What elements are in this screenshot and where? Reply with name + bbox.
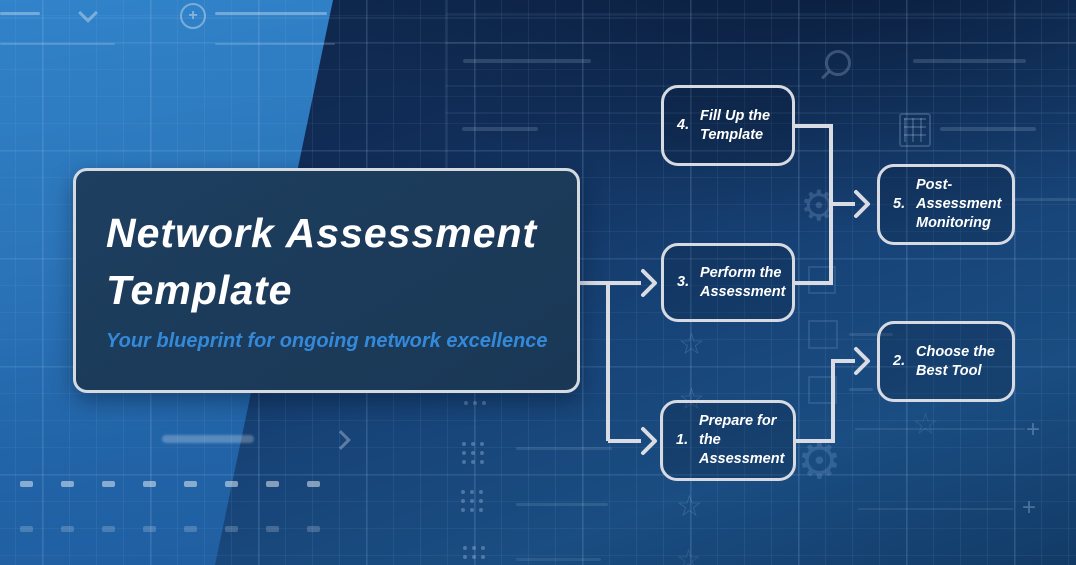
star-icon: ☆: [912, 408, 939, 441]
wireframe-line: [0, 43, 115, 45]
wireframe-line: [516, 447, 612, 450]
step-number: 4.: [677, 117, 690, 133]
step-number: 1.: [676, 432, 689, 448]
title-card: Network Assessment Template Your bluepri…: [73, 168, 580, 393]
wireframe-line: [0, 12, 40, 15]
step-number: 5.: [893, 196, 906, 212]
wireframe-line: [215, 12, 327, 15]
page-title-line2: Template: [106, 267, 293, 313]
star-icon: ☆: [676, 544, 702, 565]
arrowhead-to-step1: [641, 427, 657, 455]
wireframe-text-bar: [940, 127, 1036, 131]
step-box-perform: 3. Perform the Assessment: [661, 243, 795, 322]
wireframe-text-bar: [463, 59, 591, 63]
connector-title-branch: [580, 281, 641, 443]
wireframe-line: [849, 388, 873, 391]
dots-icon: [463, 546, 485, 559]
dots-grid-icon: [462, 442, 484, 464]
connector-step1-step2: [795, 359, 855, 443]
step-box-post-monitoring: 5. Post- Assessment Monitoring: [877, 164, 1015, 245]
arrowhead-to-step3: [641, 269, 657, 297]
step-number: 2.: [893, 353, 906, 369]
star-icon: ☆: [678, 383, 705, 416]
crosshair-icon: +: [1022, 494, 1037, 521]
dash-row: [20, 526, 320, 532]
dots-tree-icon: [461, 490, 483, 512]
step-label: Fill Up the Template: [700, 107, 771, 143]
crosshair-icon: +: [1026, 416, 1041, 443]
step-label: Choose the Best Tool: [916, 343, 995, 379]
soft-highlight-bar: [162, 435, 254, 443]
wireframe-line: [1013, 198, 1076, 201]
square-shape: [808, 266, 836, 294]
search-icon: [825, 50, 851, 76]
wireframe-text-bar: [913, 59, 1026, 63]
step-label: Prepare for the Assessment: [699, 413, 785, 467]
plus-circle-icon: +: [180, 3, 206, 29]
page-title-line1: Network Assessment: [106, 210, 538, 256]
page-subtitle: Your blueprint for ongoing network excel…: [106, 330, 548, 352]
wireframe-line: [215, 43, 335, 45]
star-icon: ☆: [678, 328, 705, 361]
step-label: Perform the Assessment: [700, 264, 786, 300]
wireframe-line: [855, 428, 1025, 430]
wireframe-line: [858, 508, 1013, 510]
wireframe-line: [446, 42, 1076, 44]
arrowhead-to-step5: [854, 190, 870, 218]
star-icon: ☆: [676, 490, 703, 523]
wireframe-line: [516, 503, 608, 506]
square-shape: [808, 376, 837, 404]
square-shape: [808, 320, 838, 349]
step-box-prepare: 1. Prepare for the Assessment: [660, 400, 796, 481]
step-label: Post- Assessment Monitoring: [916, 177, 1002, 231]
dots-icon: [464, 401, 486, 405]
connector-step3-step4: [795, 124, 833, 285]
dash-row: [20, 481, 320, 487]
wireframe-line: [446, 13, 1076, 15]
gear-icon: ⚙: [797, 433, 842, 489]
arrowhead-to-step2: [854, 347, 870, 375]
wireframe-line: [516, 558, 601, 561]
step-box-choose-tool: 2. Choose the Best Tool: [877, 321, 1015, 402]
wireframe-line: [446, 112, 1076, 114]
calendar-icon: [899, 113, 931, 147]
wireframe-line: [849, 333, 893, 336]
wireframe-vline: [445, 0, 447, 262]
step-number: 3.: [677, 274, 690, 290]
step-box-fill-template: 4. Fill Up the Template: [661, 85, 795, 166]
wireframe-text-bar: [462, 127, 538, 131]
